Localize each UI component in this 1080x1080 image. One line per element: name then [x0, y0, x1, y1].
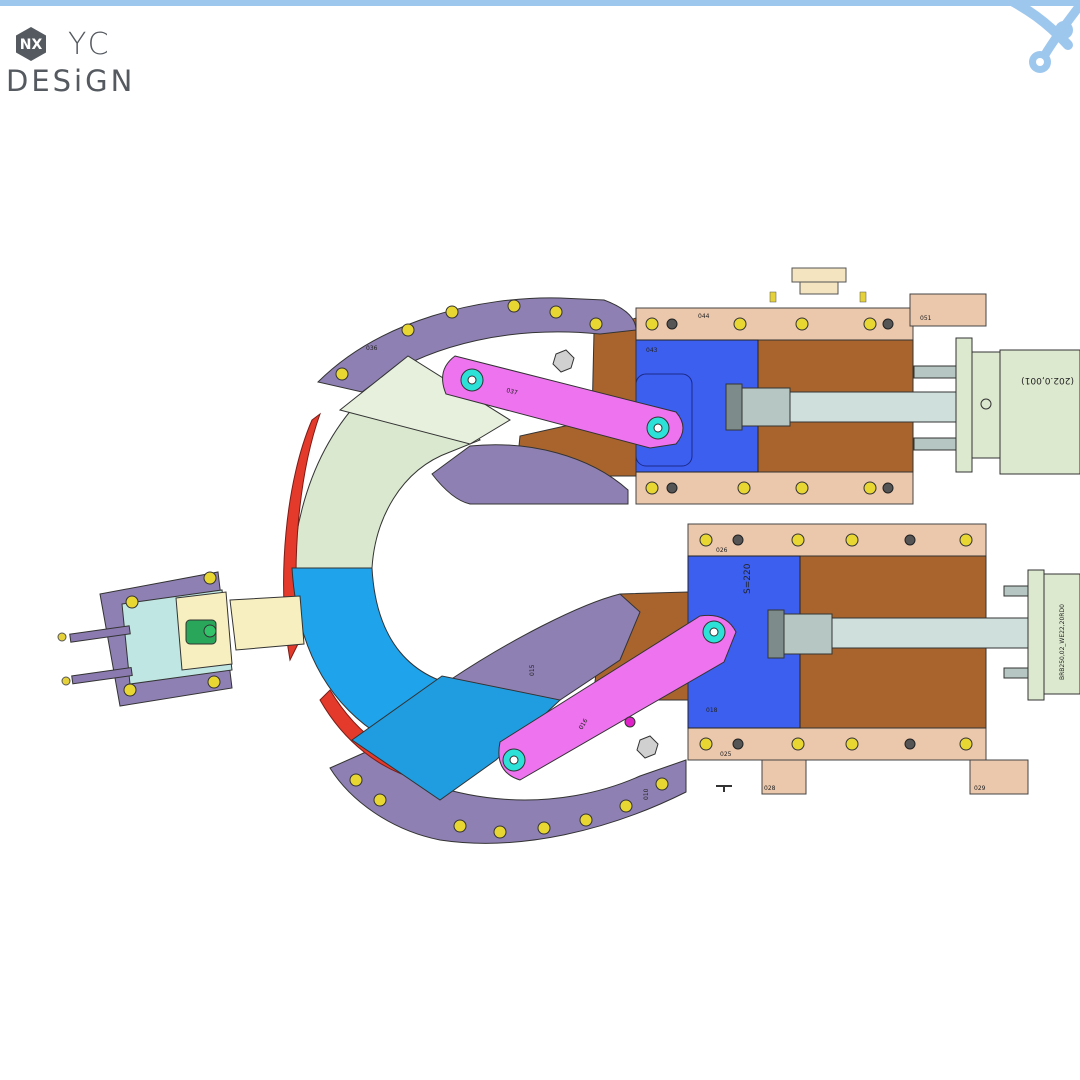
bolt-head — [453, 819, 467, 833]
dowel-pin — [904, 534, 916, 546]
bolt-head — [959, 737, 973, 751]
bolt-head — [335, 367, 349, 381]
small-bolt — [716, 785, 732, 792]
bolt-head — [863, 317, 877, 331]
label-upper-plate: 044 — [698, 313, 710, 320]
bolt-head — [959, 533, 973, 547]
upper-pink-link — [442, 355, 684, 449]
bolt-head — [619, 799, 633, 813]
label-lower-block: S=220 — [743, 563, 753, 594]
magenta-pin — [624, 716, 636, 728]
bolt-head — [123, 683, 137, 697]
bolt-head — [493, 825, 507, 839]
label-upper-small-plate: 051 — [920, 315, 932, 322]
bolt-head — [795, 481, 809, 495]
bolt-head — [699, 533, 713, 547]
top-accent-bar — [0, 0, 1080, 6]
upper-purple-lower-plate — [431, 444, 629, 505]
dowel-pin — [882, 318, 894, 330]
label-lower-arc-2: 015 — [529, 664, 536, 676]
bolt-head — [589, 317, 603, 331]
label-upper-arc: 036 — [366, 345, 378, 352]
upper-connector — [769, 267, 867, 303]
label-upper-link: 037 — [506, 387, 519, 397]
bolt-head — [863, 481, 877, 495]
bolt-head — [373, 793, 387, 807]
bolt-head — [125, 595, 139, 609]
bolt-head — [733, 317, 747, 331]
upper-cylinder — [725, 337, 1080, 475]
dowel-pin — [732, 534, 744, 546]
bolt-holes — [123, 299, 973, 839]
logo-line-2: DESiGN — [6, 64, 136, 98]
dowel-pin — [666, 482, 678, 494]
bolt-head — [737, 481, 751, 495]
corner-tool-decoration — [970, 0, 1080, 73]
bolt-head — [507, 299, 521, 313]
bolt-head — [549, 305, 563, 319]
logo-line-1: YC — [68, 27, 112, 62]
bolt-head — [645, 317, 659, 331]
label-cyl-upper-tag: (202.0,001) — [1021, 375, 1074, 385]
bolt-head — [655, 777, 669, 791]
label-small-plate-a: 028 — [764, 785, 776, 792]
label-lower-rail-bottom: 025 — [720, 751, 732, 758]
bolt-head — [349, 773, 363, 787]
label-lower-rail: 026 — [716, 547, 728, 554]
left-clamp-assembly — [57, 571, 305, 707]
label-cyl-lower-tag: BRB250,02_WE22,20RD0 — [1059, 604, 1066, 680]
label-lower-arc: 010 — [643, 788, 650, 800]
logo: NX YC DESiGN — [6, 24, 136, 104]
part-labels: 036 037 044 043 051 026 025 S=220 018 01… — [366, 313, 1074, 800]
bolt-head — [537, 821, 551, 835]
bolt-head — [795, 317, 809, 331]
lower-purple-plate — [449, 593, 641, 707]
dowel-pin — [666, 318, 678, 330]
upper-clamp-jaw — [338, 355, 511, 445]
label-lower-link: 016 — [578, 717, 590, 731]
label-upper-block: 043 — [646, 347, 658, 354]
label-lower-block-id: 018 — [706, 707, 718, 714]
dowel-pin — [882, 482, 894, 494]
bolt-head — [845, 533, 859, 547]
bolt-head — [645, 481, 659, 495]
lower-hex-nut — [636, 735, 659, 759]
label-small-plate-b: 029 — [974, 785, 986, 792]
bolt-head — [401, 323, 415, 337]
bolt-head — [791, 737, 805, 751]
lower-purple-arc — [329, 751, 687, 844]
bolt-head — [445, 305, 459, 319]
bolt-head — [203, 571, 217, 585]
lower-pink-link — [498, 614, 737, 781]
bolt-head — [845, 737, 859, 751]
upper-hex-nut — [552, 349, 575, 373]
nx-hexagon-icon: NX — [16, 27, 46, 61]
bolt-head — [699, 737, 713, 751]
lower-cylinder — [767, 569, 1080, 701]
bolt-head — [207, 675, 221, 689]
dowel-pin — [732, 738, 744, 750]
bolt-head — [579, 813, 593, 827]
bolt-head — [791, 533, 805, 547]
dowel-pin — [904, 738, 916, 750]
logo-badge-text: NX — [20, 37, 43, 53]
